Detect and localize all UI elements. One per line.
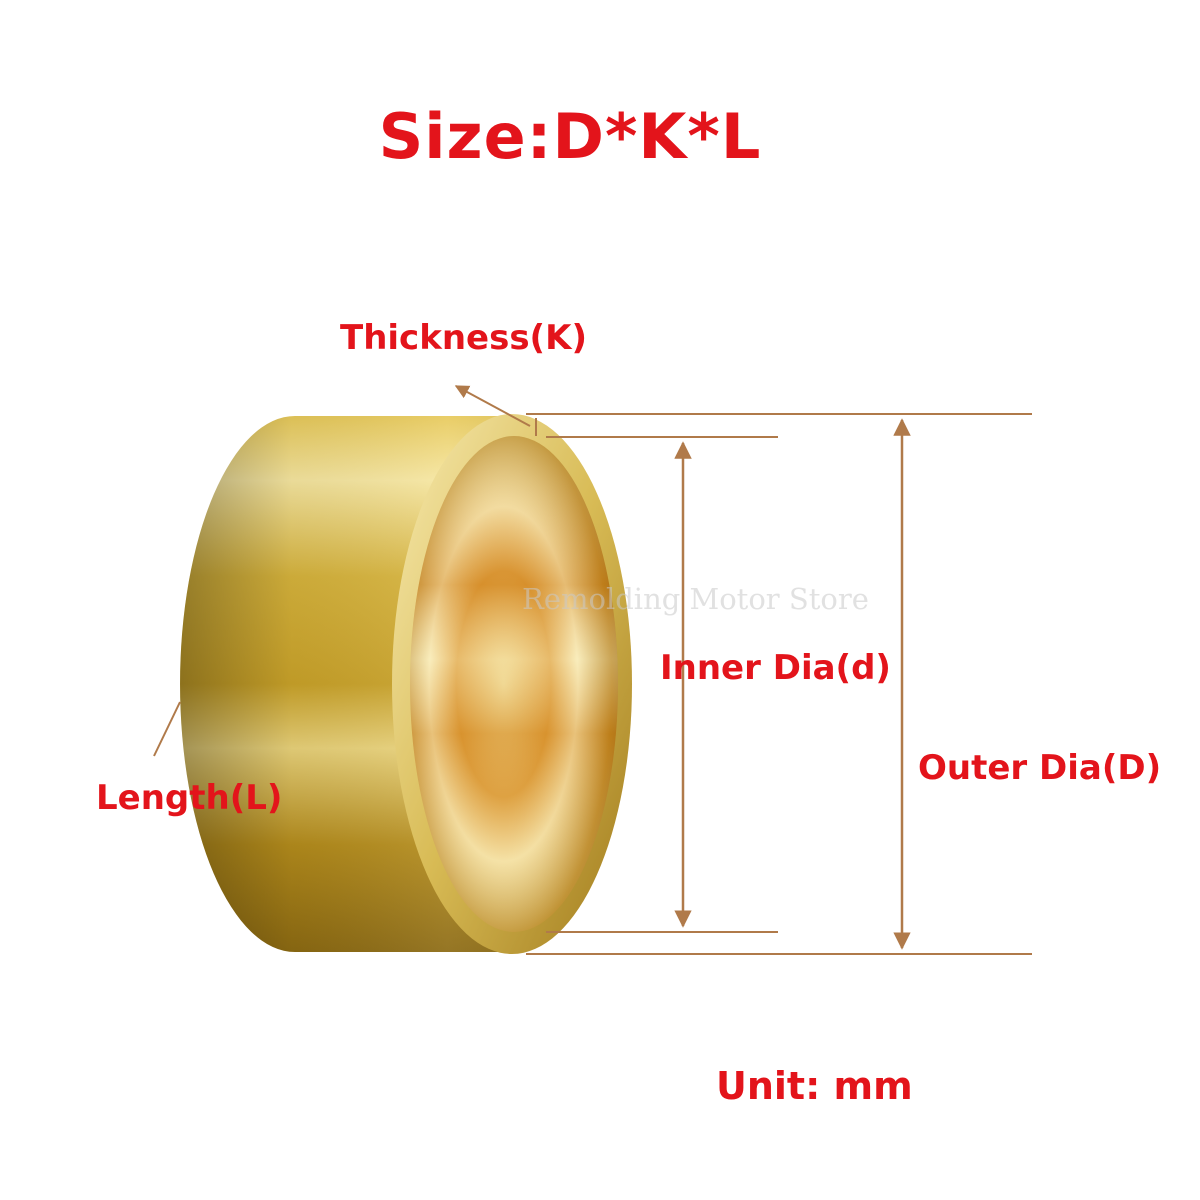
size-title: Size:D*K*L — [378, 100, 762, 173]
thickness-arrow — [454, 385, 531, 427]
bushing-bore-reflection — [410, 436, 618, 932]
inner-dia-label: Inner Dia(d) — [660, 648, 891, 688]
watermark-text: Remolding Motor Store — [522, 582, 869, 616]
unit-label: Unit: mm — [716, 1064, 913, 1108]
brass-bushing — [180, 414, 632, 954]
thickness-label: Thickness(K) — [340, 318, 587, 358]
inner-dia-dimension — [546, 436, 778, 933]
outer-dia-dimension — [526, 413, 1032, 955]
length-label: Length(L) — [96, 778, 283, 818]
thickness-pointer — [454, 385, 537, 436]
length-pointer-line — [153, 701, 181, 757]
outer-dia-label: Outer Dia(D) — [918, 748, 1162, 788]
